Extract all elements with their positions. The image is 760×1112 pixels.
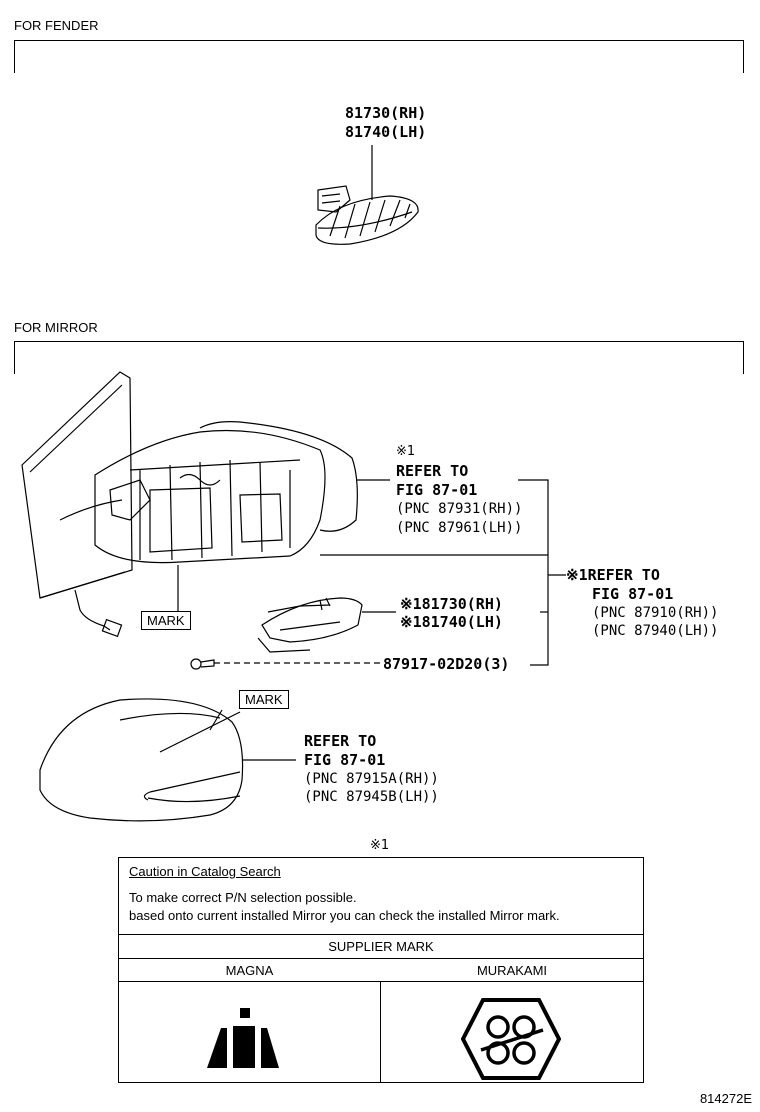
mirror-lamp-part-rh: ※181730(RH) bbox=[400, 595, 503, 613]
screw-drawing bbox=[190, 658, 380, 670]
refer-right-line2: FIG 87-01 bbox=[592, 585, 674, 603]
caution-table: Caution in Catalog Search To make correc… bbox=[118, 857, 644, 1083]
mark-label-cover: MARK bbox=[239, 690, 289, 709]
mirror-housing-drawing bbox=[94, 421, 548, 612]
refer-bottom-line2: FIG 87-01 bbox=[304, 751, 386, 769]
fender-lamp-drawing bbox=[315, 145, 419, 245]
refer-bottom-line3: (PNC 87915A(RH)) bbox=[304, 771, 439, 787]
caution-title: Caution in Catalog Search bbox=[129, 864, 281, 879]
supplier-mark-header: SUPPLIER MARK bbox=[328, 939, 434, 954]
caution-line1: To make correct P/N selection possible. bbox=[129, 890, 357, 905]
screw-part-number: 87917-02D20(3) bbox=[383, 655, 510, 673]
murakami-logo-icon bbox=[461, 998, 561, 1080]
refer-right-line4: (PNC 87940(LH)) bbox=[592, 623, 719, 639]
fender-part-rh: 81730(RH) bbox=[345, 104, 427, 122]
figure-code: 814272E bbox=[699, 1091, 752, 1106]
mirror-glass-drawing bbox=[21, 371, 133, 638]
refer-bottom-line1: REFER TO bbox=[304, 732, 377, 750]
mirror-cover-drawing bbox=[39, 698, 296, 822]
refer-top-line2: FIG 87-01 bbox=[396, 481, 478, 499]
supplier-murakami: MURAKAMI bbox=[476, 963, 548, 978]
refer-right-line3: (PNC 87910(RH)) bbox=[592, 605, 719, 621]
fender-part-lh: 81740(LH) bbox=[345, 123, 427, 141]
refer-bottom-line4: (PNC 87945B(LH)) bbox=[304, 789, 439, 805]
mirror-lamp-drawing bbox=[257, 597, 396, 653]
caution-note: ※1 bbox=[370, 838, 390, 853]
caution-line2: based onto current installed Mirror you … bbox=[129, 908, 560, 923]
fender-bracket bbox=[14, 40, 744, 73]
mark-label-housing: MARK bbox=[141, 611, 191, 630]
refer-top-line1: REFER TO bbox=[396, 462, 469, 480]
mirror-lamp-part-lh: ※181740(LH) bbox=[400, 613, 503, 631]
mirror-bracket bbox=[14, 341, 744, 374]
section-title-fender: FOR FENDER bbox=[14, 18, 99, 33]
refer-top-line3: (PNC 87931(RH)) bbox=[396, 501, 523, 517]
refer-right-line1: ※1REFER TO bbox=[566, 566, 660, 584]
refer-top-note: ※1 bbox=[396, 444, 416, 459]
refer-top-line4: (PNC 87961(LH)) bbox=[396, 520, 523, 536]
magna-logo-icon bbox=[207, 1008, 279, 1068]
section-title-mirror: FOR MIRROR bbox=[14, 320, 98, 335]
supplier-magna: MAGNA bbox=[225, 963, 274, 978]
